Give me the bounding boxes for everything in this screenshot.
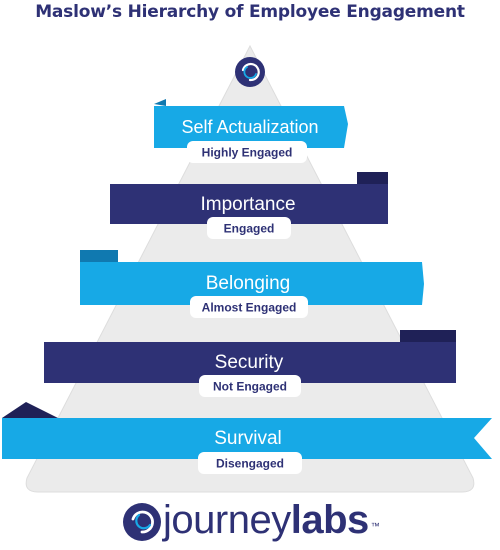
brand-trademark: ™ (370, 521, 380, 531)
engagement-badge-self-actualization (187, 141, 307, 163)
engagement-badge-security (199, 375, 301, 397)
engagement-tag-survival: Disengaged (216, 457, 284, 471)
banner-fold-security (400, 330, 456, 342)
level-label-security: Security (215, 352, 284, 373)
level-self-actualization: Self Actualization Highly Engaged (154, 99, 348, 163)
level-label-belonging: Belonging (206, 273, 291, 294)
brand-name-bold: labs (290, 498, 370, 542)
engagement-tag-importance: Engaged (224, 222, 275, 236)
banner-survival (2, 418, 492, 459)
level-security: Security Not Engaged (44, 330, 456, 397)
level-belonging: Belonging Almost Engaged (80, 250, 424, 318)
page-title: Maslow’s Hierarchy of Employee Engagemen… (35, 2, 465, 22)
banner-fold-belonging (80, 250, 118, 262)
banner-importance (110, 184, 388, 224)
top-spiral-icon (235, 57, 265, 87)
level-label-self-actualization: Self Actualization (181, 117, 318, 137)
engagement-badge-belonging (190, 296, 308, 318)
engagement-badge-survival (198, 452, 302, 474)
banner-fold-self-actualization (154, 99, 166, 106)
banner-self-actualization (154, 106, 348, 148)
level-label-survival: Survival (214, 428, 282, 449)
engagement-badge-importance (207, 217, 291, 239)
level-importance: Importance Engaged (110, 172, 388, 239)
engagement-tag-self-actualization: Highly Engaged (202, 146, 293, 160)
engagement-tag-security: Not Engaged (213, 380, 287, 394)
banner-belonging (80, 262, 424, 305)
banner-security (44, 342, 456, 383)
engagement-tag-belonging: Almost Engaged (202, 301, 297, 315)
banner-fold-survival (2, 402, 58, 418)
level-label-importance: Importance (200, 194, 295, 215)
level-survival: Survival Disengaged (2, 402, 492, 474)
brand-name-light: journey (163, 498, 291, 542)
brand-spiral-logo-icon (123, 503, 161, 541)
banner-fold-importance (357, 172, 388, 184)
